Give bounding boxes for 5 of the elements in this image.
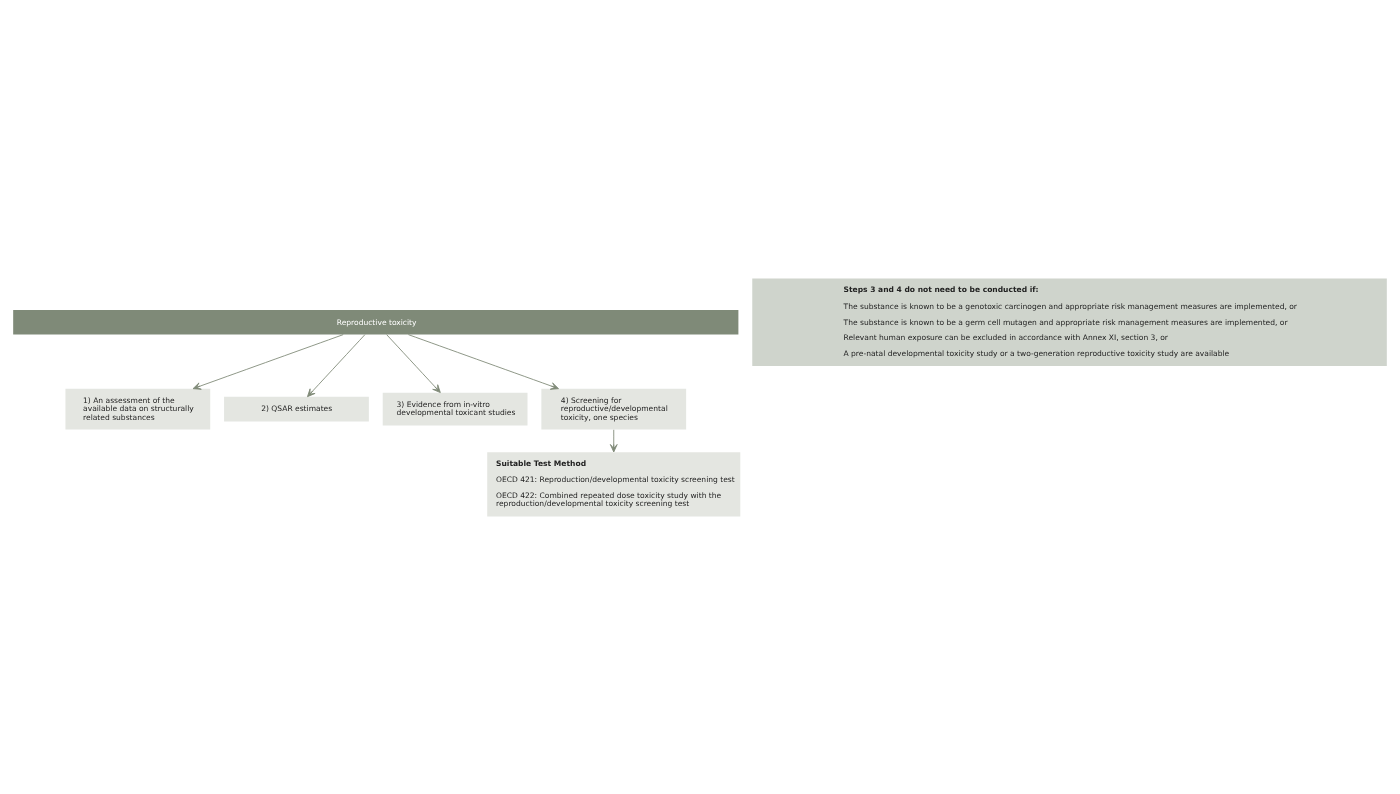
arrow — [192, 333, 344, 390]
arrow — [407, 333, 559, 390]
arrow — [386, 333, 441, 393]
arrow — [307, 333, 366, 397]
arrow — [609, 428, 618, 452]
